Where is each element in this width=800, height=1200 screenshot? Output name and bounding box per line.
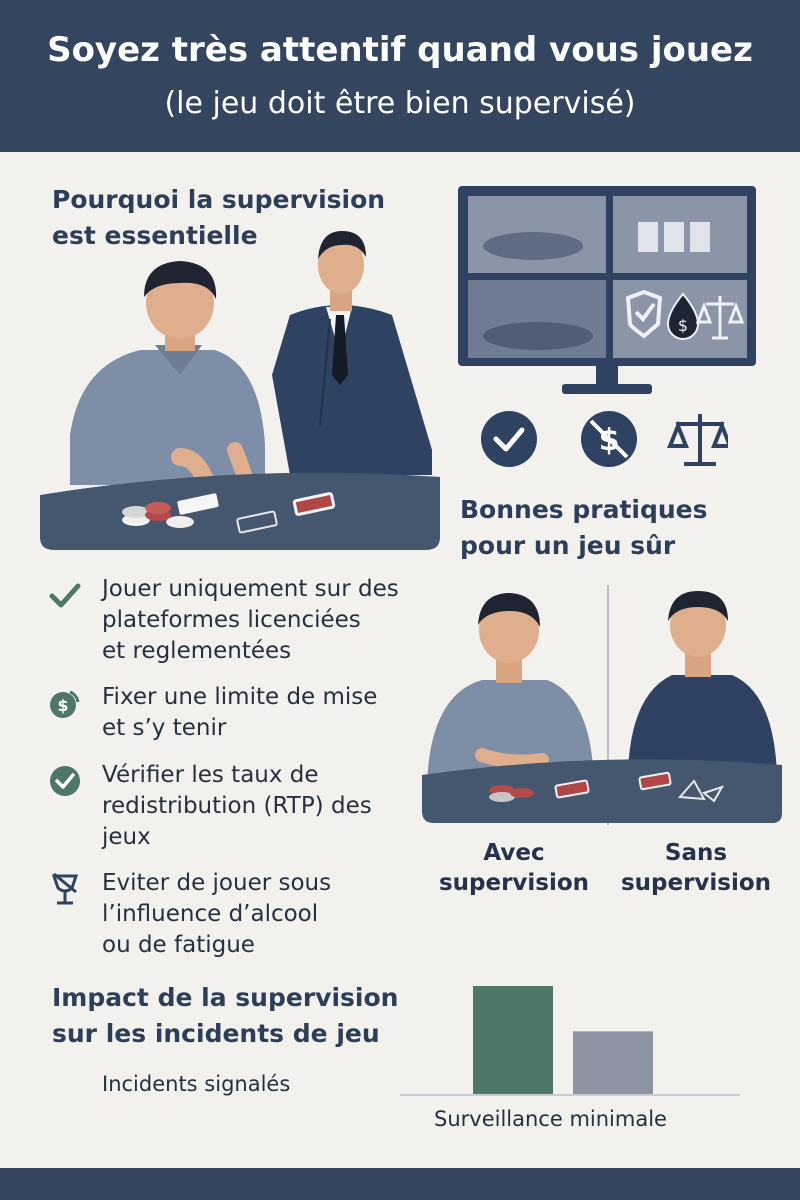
impact-heading: Impact de la supervision sur les inciden…: [52, 980, 398, 1052]
practices-heading-line1: Bonnes pratiques: [460, 495, 708, 524]
without-supervision-label: Sans supervision: [620, 840, 772, 896]
dollar-coin-icon: $: [50, 690, 80, 718]
with-supervision-label: Avec supervision: [438, 840, 590, 896]
svg-text:$: $: [678, 316, 688, 335]
chart-y-label: Incidents signalés: [102, 1072, 291, 1096]
check-circle-icon: [50, 766, 80, 796]
supervisor-figure: [272, 231, 432, 475]
comparison-illustration: [422, 585, 782, 825]
footer-bar: [0, 1168, 800, 1200]
chart-x-label: Surveillance minimale: [434, 1107, 667, 1131]
chart-bar-1: [473, 986, 553, 1094]
surveillance-monitor-illustration: $: [458, 186, 756, 394]
svg-text:$: $: [57, 696, 68, 715]
checkmark-icon: [49, 583, 81, 608]
impact-heading-line1: Impact de la supervision: [52, 983, 399, 1012]
tip-text: Vérifier les taux de redistribution (RTP…: [102, 762, 372, 850]
supervision-icons-row: $: [481, 411, 728, 467]
unsupervised-player-figure: [628, 591, 777, 775]
practices-heading: Bonnes pratiques pour un jeu sûr: [460, 492, 708, 564]
header-banner: Soyez très attentif quand vous jouez (le…: [0, 0, 800, 152]
practices-heading-line2: pour un jeu sûr: [460, 531, 676, 560]
no-money-icon: $: [581, 411, 637, 467]
shield-check-icon: [625, 289, 663, 339]
why-heading: Pourquoi la supervision est essentielle: [52, 182, 385, 254]
tip-text: Fixer une limite de mise et s’y tenir: [102, 684, 378, 741]
no-alcohol-icon: [51, 872, 79, 905]
page-title: Soyez très attentif quand vous jouez: [47, 30, 753, 70]
tip-text: Jouer uniquement sur des plateformes lic…: [102, 576, 399, 664]
why-heading-line1: Pourquoi la supervision: [52, 185, 386, 214]
scale-icon: [695, 296, 745, 340]
money-drop-icon: $: [666, 292, 700, 340]
incidents-bar-chart: [400, 986, 740, 1096]
impact-heading-line2: sur les incidents de jeu: [52, 1019, 380, 1048]
player-figure: [70, 261, 265, 504]
justice-scale-icon: [667, 414, 728, 466]
chart-bar-2: [573, 1031, 653, 1094]
check-badge-icon: [481, 411, 537, 467]
player-supervisor-illustration: [40, 231, 440, 550]
tip-text: Eviter de jouer sous l’influence d’alcoo…: [102, 870, 332, 958]
page-subtitle: (le jeu doit être bien supervisé): [164, 86, 636, 121]
supervised-player-figure: [427, 593, 594, 785]
why-heading-line2: est essentielle: [52, 221, 258, 250]
